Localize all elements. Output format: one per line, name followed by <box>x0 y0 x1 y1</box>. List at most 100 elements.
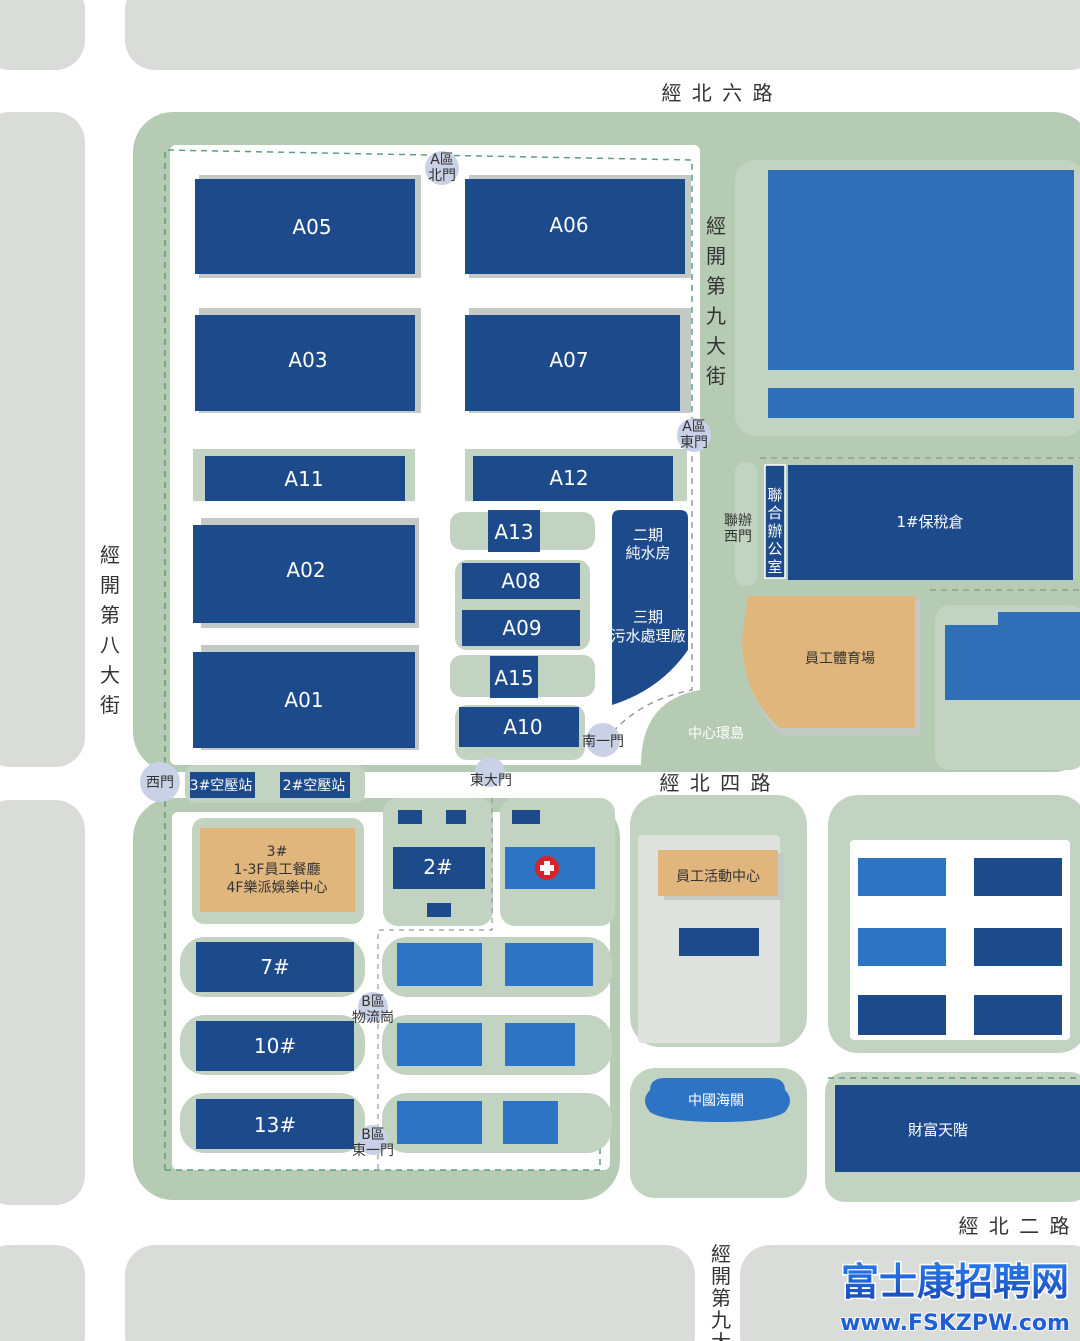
building-a06[interactable]: A06 <box>465 175 691 278</box>
customs-building[interactable]: 中國海關 <box>645 1078 790 1122</box>
clinic-building[interactable] <box>505 847 595 889</box>
watermark-url: www.FSKZPW.com <box>840 1311 1070 1336</box>
building-a11[interactable]: A11 <box>193 449 415 501</box>
svg-text:第: 第 <box>100 603 120 627</box>
svg-text:辦: 辦 <box>767 522 782 540</box>
building-a13[interactable]: A13 <box>488 510 540 552</box>
gate-west[interactable]: 西門 <box>140 762 180 802</box>
building-a10[interactable]: A10 <box>459 707 579 747</box>
watermark-name: 富士康招聘网 <box>841 1260 1069 1304</box>
grey-block <box>125 0 1080 70</box>
res-block[interactable] <box>974 928 1062 966</box>
svg-text:聯辦: 聯辦 <box>724 513 752 529</box>
dorm-10[interactable]: 10# <box>196 1021 354 1071</box>
svg-text:經: 經 <box>100 543 120 567</box>
air-station-2[interactable] <box>280 772 350 798</box>
gate-east-main[interactable]: 東大門 <box>470 757 512 789</box>
activity-center[interactable]: 員工活動中心 <box>658 850 784 900</box>
res-block[interactable] <box>858 995 946 1035</box>
watermark: 富士康招聘网 www.FSKZPW.com <box>839 1259 1071 1338</box>
road-label-south: 經 北 二 路 <box>958 1214 1071 1238</box>
dorm-block[interactable] <box>397 943 482 986</box>
small-block[interactable] <box>512 810 540 824</box>
building-2[interactable]: 2# <box>393 847 485 889</box>
building-bonded-warehouse[interactable]: 1#保稅倉 <box>788 465 1073 580</box>
svg-text:開: 開 <box>706 244 726 268</box>
canteen-building[interactable]: 3# 1-3F員工餐廳 4F樂派娛樂中心 <box>200 828 355 912</box>
svg-text:南一門: 南一門 <box>582 734 624 750</box>
res-block[interactable] <box>858 858 946 896</box>
svg-text:A02: A02 <box>286 558 325 582</box>
east-blue-block[interactable] <box>998 612 1080 632</box>
dorm-block[interactable] <box>505 1023 575 1066</box>
svg-text:A15: A15 <box>494 666 533 690</box>
res-block[interactable] <box>974 995 1062 1035</box>
building-joint-office[interactable]: 聯 合 辦 公 室 <box>764 464 786 579</box>
building-a12[interactable]: A12 <box>465 449 687 501</box>
svg-text:13#: 13# <box>254 1113 296 1137</box>
svg-text:3#: 3# <box>267 844 288 860</box>
gate-a-north[interactable]: A區 北門 <box>425 151 459 185</box>
svg-text:三期: 三期 <box>633 608 663 626</box>
svg-text:員工體育場: 員工體育場 <box>805 651 875 667</box>
dorm-7[interactable]: 7# <box>196 942 354 992</box>
building-a09[interactable]: A09 <box>462 610 580 646</box>
svg-text:北門: 北門 <box>428 168 456 184</box>
building-a01[interactable]: A01 <box>193 645 419 750</box>
building-a07[interactable]: A07 <box>465 308 691 413</box>
center-island-label: 中心環島 <box>688 726 744 742</box>
building-a02[interactable]: A02 <box>193 518 419 628</box>
dorm-block[interactable] <box>397 1101 482 1144</box>
dorm-13[interactable]: 13# <box>196 1099 354 1149</box>
building-a15[interactable]: A15 <box>490 656 538 698</box>
dorm-block[interactable] <box>397 1023 482 1066</box>
small-block[interactable] <box>427 903 451 917</box>
res-block[interactable] <box>858 928 946 966</box>
grey-block <box>0 800 85 1205</box>
dorm-block[interactable] <box>505 943 593 986</box>
svg-text:A01: A01 <box>284 688 323 712</box>
svg-text:A07: A07 <box>549 348 588 372</box>
svg-text:A13: A13 <box>494 520 533 544</box>
building-a03[interactable]: A03 <box>195 308 421 413</box>
fortune-steps-building[interactable]: 財富天階 <box>835 1085 1080 1172</box>
a-district-buildings: A05 A06 A03 A07 A11 A12 <box>193 175 691 760</box>
gate-joint-west[interactable]: 聯辦 西門 <box>724 513 752 545</box>
dorm-block[interactable] <box>503 1101 558 1144</box>
building-water-sewage[interactable]: 二期 純水房 三期 污水處理廠 <box>610 510 688 705</box>
big-warehouse[interactable] <box>768 170 1074 370</box>
svg-text:A08: A08 <box>501 569 540 593</box>
air-station-3[interactable] <box>190 772 255 798</box>
svg-text:開: 開 <box>711 1264 731 1288</box>
gate-b-logistics[interactable]: B區 物流崗 <box>352 992 394 1026</box>
svg-text:第: 第 <box>711 1286 731 1310</box>
svg-text:A區: A區 <box>682 419 706 435</box>
road-label-south-east: 經 開 第 九 大 <box>711 1242 731 1341</box>
svg-text:八: 八 <box>100 633 120 657</box>
svg-text:A12: A12 <box>549 466 588 490</box>
svg-text:開: 開 <box>100 573 120 597</box>
building-a05[interactable]: A05 <box>195 175 421 278</box>
east-blue-block[interactable] <box>945 625 1080 700</box>
gate-south-one[interactable]: 南一門 <box>582 723 624 757</box>
staff-gym[interactable]: 員工體育場 <box>742 596 920 735</box>
svg-text:A03: A03 <box>288 348 327 372</box>
res-block[interactable] <box>974 858 1062 896</box>
svg-text:大: 大 <box>706 334 726 358</box>
small-block[interactable] <box>398 810 422 824</box>
building-a08[interactable]: A08 <box>462 563 580 599</box>
gates: A區 北門 A區 東門 聯辦 西門 南一門 西門 東大門 B區 物流崗 <box>140 151 752 1159</box>
svg-text:污水處理廠: 污水處理廠 <box>610 627 685 645</box>
small-block[interactable] <box>446 810 466 824</box>
grey-block <box>0 112 85 767</box>
plaza-block[interactable] <box>679 928 759 956</box>
gate-b-east-one[interactable]: B區 東一門 <box>352 1125 394 1159</box>
svg-text:B區: B區 <box>361 1127 385 1143</box>
svg-text:A區: A區 <box>430 152 454 168</box>
road-label-north: 經 北 六 路 <box>661 81 774 105</box>
svg-text:A10: A10 <box>503 715 542 739</box>
gate-a-east[interactable]: A區 東門 <box>677 418 711 452</box>
warehouse-strip[interactable] <box>768 388 1074 418</box>
